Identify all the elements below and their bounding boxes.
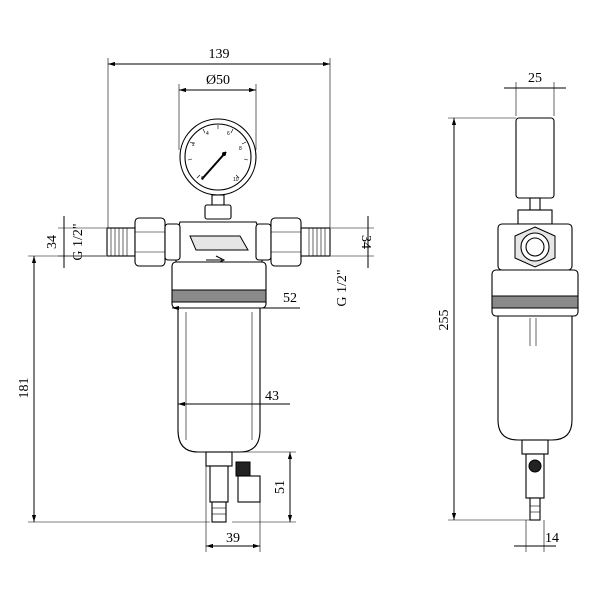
dim-overall-width: 139: [209, 47, 230, 62]
gauge-label-2: 2: [192, 142, 195, 148]
gauge-needle: [201, 151, 227, 180]
left-connector: [106, 217, 181, 267]
right-connector: [255, 217, 331, 267]
dim-bowl-width: 43: [265, 389, 279, 404]
dim-head-width: 52: [283, 291, 297, 306]
dim-right-height: 34: [358, 235, 373, 249]
dim-left-thread: G 1/2": [71, 223, 86, 260]
front-view: 139 Ø50 0 2 4 6 8 1: [17, 47, 374, 552]
gauge-label-4: 4: [206, 131, 209, 137]
gauge-ticks: [187, 125, 249, 179]
dim-side-total-height: 255: [437, 310, 452, 331]
side-gauge: [515, 117, 555, 199]
dim-side-top-width: 25: [528, 71, 542, 86]
dim-gauge-diameter: Ø50: [206, 73, 230, 88]
dim-side-bottom-width: 14: [545, 531, 559, 546]
dim-left-height: 34: [45, 235, 60, 249]
side-bowl: [497, 315, 573, 441]
drain-valve: [209, 461, 261, 523]
dim-drain-width: 39: [226, 531, 240, 546]
side-view: 25 255 14: [437, 71, 579, 552]
dim-right-thread: G 1/2": [335, 269, 350, 306]
pressure-gauge: 0 2 4 6 8 10: [179, 118, 257, 196]
filter-bowl: [171, 261, 267, 467]
gauge-label-6: 6: [227, 131, 230, 137]
dim-total-height: 181: [17, 378, 32, 399]
gauge-label-8: 8: [239, 146, 242, 152]
dim-drain-height: 51: [273, 480, 288, 494]
gauge-label-10: 10: [233, 177, 239, 183]
